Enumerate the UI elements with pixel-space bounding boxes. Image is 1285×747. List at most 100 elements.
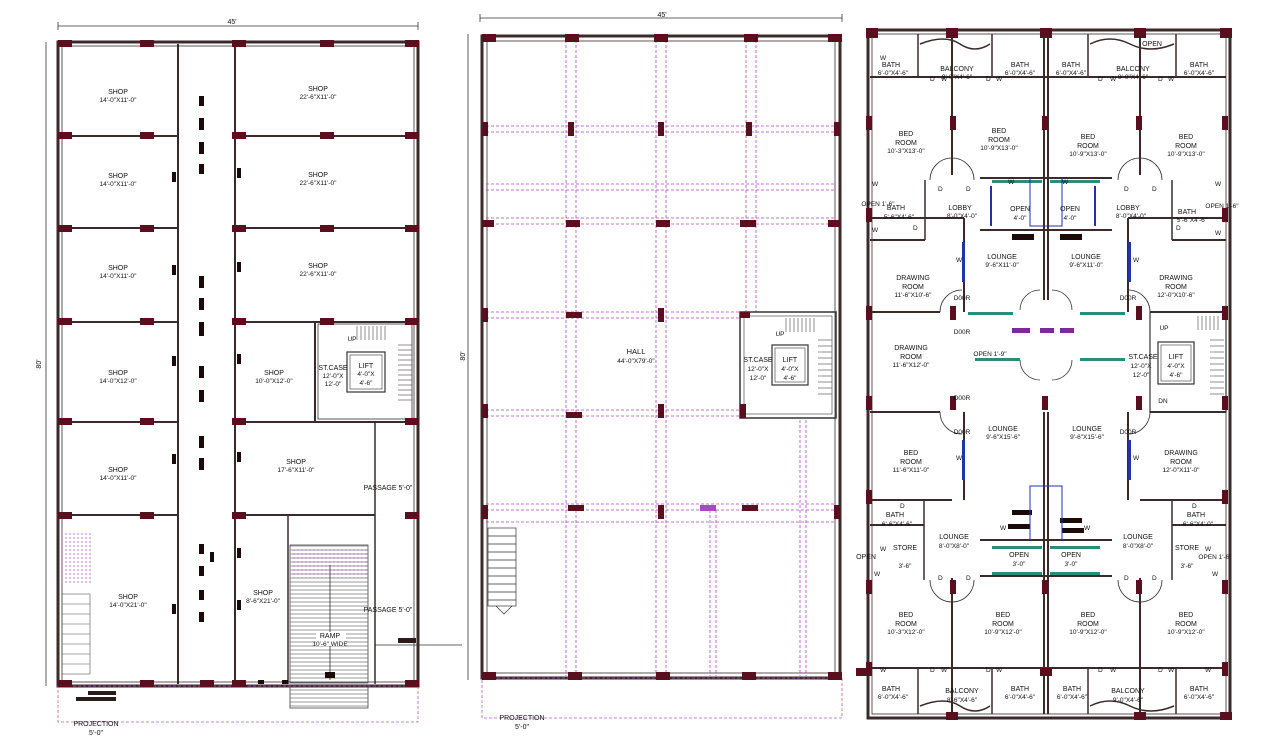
bedroom-label: BED — [899, 131, 913, 138]
shop-label: SHOP — [118, 594, 138, 601]
lobby-label: LOBBY — [1116, 205, 1140, 212]
balcony-label: BALCONY — [940, 66, 974, 73]
shop-size: 17'-6"X11'-0" — [278, 467, 316, 474]
plan2-hall-size: 44'-0"X79'-0" — [617, 358, 655, 365]
bath-label: BATH — [1011, 62, 1029, 69]
plan2-up-label: UP — [775, 331, 784, 338]
plan1-shop-labels: SHOP 14'-0"X11'-0" SHOP 22'-6"X11'-0" SH… — [99, 86, 337, 609]
plan3-stair-size1: 12'-0"X — [1131, 363, 1153, 370]
plan2-columns — [482, 34, 842, 680]
lounge-label: LOUNGE — [988, 426, 1018, 433]
plan1-projection: PROJECTION — [73, 721, 118, 728]
balcony-label: BALCONY — [1116, 66, 1150, 73]
plan2-lift-size1: 4'-0"X — [781, 366, 799, 373]
plan3-stair-size2: 12'-0" — [1133, 372, 1150, 379]
drawing-room-label: DRAWING — [896, 275, 930, 282]
bedroom-label: ROOM — [1077, 143, 1099, 150]
plan1-ramp-size: 10'-6" WIDE — [312, 641, 348, 648]
lounge-size: 8'-0"X8'-0" — [1123, 543, 1154, 550]
door-marker: D — [930, 76, 935, 83]
lounge-size: 9'-6"X15'-6" — [986, 434, 1021, 441]
bedroom-label: BED — [1081, 612, 1095, 619]
plan3-open-low-left: OPEN — [856, 554, 876, 561]
bedroom-label: ROOM — [1077, 621, 1099, 628]
plan3-lift-size2: 4'-6" — [1170, 372, 1184, 379]
shop-size: 22'-6"X11'-0" — [300, 180, 338, 187]
bath-size: 6'-0"X4'-6" — [878, 694, 909, 701]
bedroom-label: BED — [904, 450, 918, 457]
bath-label: BATH — [1178, 209, 1196, 216]
open-size: 3'-0" — [1013, 561, 1027, 568]
shop-size: 22'-6"X11'-0" — [300, 94, 338, 101]
bath-size: 5'-6"X4'-6" — [1177, 217, 1208, 224]
plan1-ramp-label: RAMP — [320, 633, 341, 640]
shop-label: SHOP — [308, 263, 328, 270]
door-marker: D — [1192, 503, 1197, 510]
plan3-open-side-left: OPEN 1'-6" — [861, 201, 895, 208]
bedroom-label: ROOM — [992, 621, 1014, 628]
plan2-projection: PROJECTION — [499, 715, 544, 722]
bedroom-label: BED — [1081, 134, 1095, 141]
lounge-size: 9'-6"X11'-0" — [1069, 262, 1103, 269]
plan2-lift-size2: 4'-6" — [784, 375, 798, 382]
drawing-room-label: ROOM — [1170, 459, 1192, 466]
shop-label: SHOP — [108, 89, 128, 96]
shop-label: SHOP — [286, 459, 306, 466]
shop-label: SHOP — [308, 172, 328, 179]
open-size: 4'-0" — [1014, 215, 1028, 222]
open-label: OPEN — [1009, 552, 1029, 559]
plan1-passage-1: PASSAGE 5'-0" — [364, 485, 413, 492]
bedroom-label: BED — [992, 128, 1006, 135]
door-marker: D — [1098, 76, 1103, 83]
window-marker: W — [1110, 76, 1117, 83]
open-size: 3'-0" — [1065, 561, 1079, 568]
balcony-label: BALCONY — [945, 688, 979, 695]
door-label: D00R — [954, 329, 971, 336]
plan2-width-dim: 45' — [657, 12, 666, 19]
lobby-size: 8'-0"X4'-0" — [947, 213, 978, 220]
drawing-room-size: 11'-6"X12'-0" — [893, 362, 931, 369]
plan1-up-label: UP — [347, 336, 356, 343]
balcony-size: 9'-0"X4'-6" — [942, 74, 973, 81]
shop-label: SHOP — [108, 370, 128, 377]
shop-label: SHOP — [108, 173, 128, 180]
store-label: STORE — [1175, 545, 1199, 552]
bath-size: 6'-0"X4'-6" — [878, 70, 909, 77]
shop-label: SHOP — [264, 370, 284, 377]
window-marker: W — [1205, 546, 1212, 553]
shop-label: SHOP — [308, 86, 328, 93]
drawing-room-size: 12'-0"X11'-0" — [1163, 467, 1201, 474]
plan3-dn-label: DN — [1158, 398, 1168, 405]
door-marker: D — [1158, 667, 1163, 674]
bath-size: 6'-6"X4'-0" — [1183, 521, 1214, 528]
shop-size: 8'-6"X21'-0" — [246, 598, 281, 605]
plan-ground-floor: 45' 80' — [36, 19, 462, 737]
window-marker: W — [1133, 257, 1140, 264]
window-marker: W — [996, 76, 1003, 83]
bedroom-label: BED — [1179, 134, 1193, 141]
window-marker: W — [1000, 525, 1007, 532]
bath-size: 6'-0"X4'-6" — [1005, 70, 1036, 77]
bath-label: BATH — [1063, 686, 1081, 693]
door-marker: D — [1124, 575, 1129, 582]
bedroom-label: BED — [1179, 612, 1193, 619]
shop-size: 14'-0"X11'-0" — [100, 273, 138, 280]
window-marker: W — [1008, 179, 1015, 186]
door-marker: D — [1152, 575, 1157, 582]
shop-size: 10'-0"X12'-0" — [255, 378, 293, 385]
plan1-height-dim: 80' — [36, 359, 43, 368]
bath-size: 6'-0"X4'-6" — [1056, 70, 1087, 77]
plan1-passage-2: PASSAGE 5'-0" — [364, 607, 413, 614]
lounge-label: LOUNGE — [1072, 426, 1102, 433]
open-size: 4'-0" — [1064, 215, 1078, 222]
store-label: STORE — [893, 545, 917, 552]
lounge-label: LOUNGE — [1123, 534, 1153, 541]
bath-label: BATH — [1062, 62, 1080, 69]
bedroom-size: 10'-9"X13'-0" — [1069, 151, 1107, 158]
plan3-open-mid: OPEN 1'-9" — [973, 351, 1007, 358]
plan1-projection-size: 5'-0" — [89, 730, 103, 737]
drawing-room-label: DRAWING — [1159, 275, 1193, 282]
window-marker: W — [1215, 181, 1222, 188]
bedroom-size: 10'-9"X13'-0" — [980, 145, 1018, 152]
